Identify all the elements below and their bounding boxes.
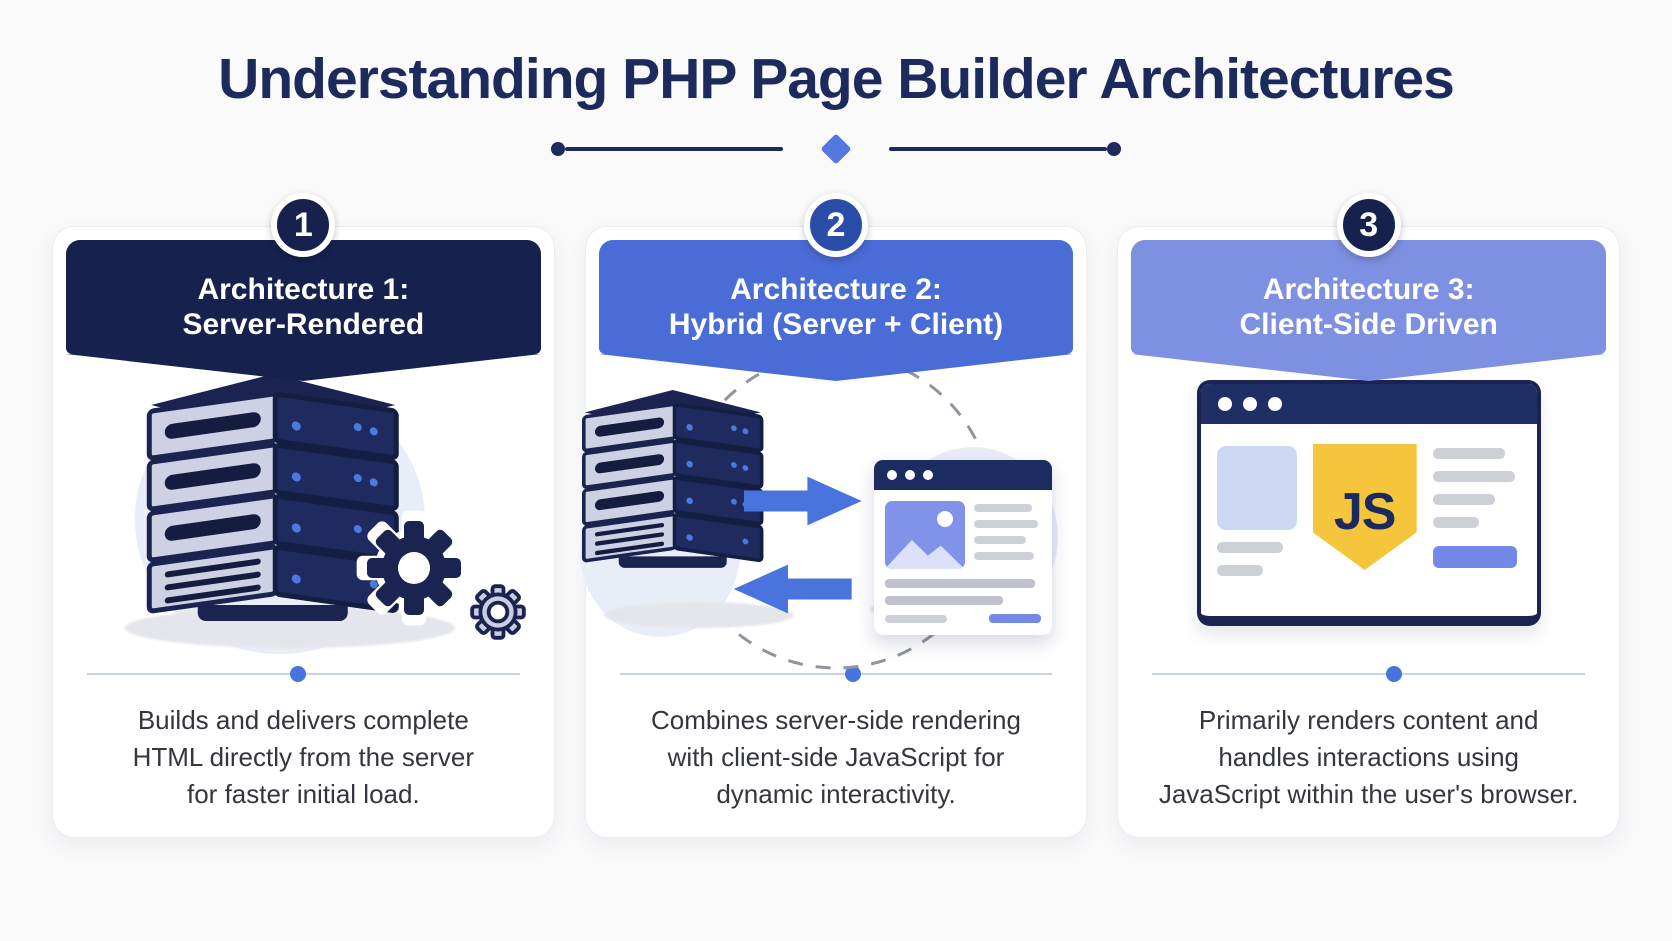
title-divider bbox=[0, 133, 1672, 165]
text-line-placeholder bbox=[884, 579, 1035, 588]
server-stack-icon bbox=[147, 374, 400, 621]
card-title-line1: Architecture 2: bbox=[730, 273, 942, 306]
card-header-banner: Architecture 2: Hybrid (Server + Client) bbox=[598, 240, 1074, 354]
text-line-placeholder bbox=[973, 520, 1038, 528]
card-title-line2: Client-Side Driven bbox=[1239, 308, 1498, 341]
client-side-illustration: JS bbox=[1118, 372, 1619, 650]
divider-dot-icon bbox=[1385, 666, 1402, 682]
card-description: Combines server-side rendering with clie… bbox=[651, 705, 1021, 809]
window-dot-icon bbox=[886, 470, 897, 480]
card-divider bbox=[87, 666, 520, 682]
window-dot-icon bbox=[922, 470, 933, 480]
step-number-badge: 1 bbox=[271, 193, 336, 257]
window-dot-icon bbox=[1267, 397, 1282, 411]
card-client-side: 3 Architecture 3: Client-Side Driven bbox=[1117, 193, 1621, 838]
window-dot-icon bbox=[1242, 397, 1257, 411]
text-line-placeholder bbox=[1216, 565, 1263, 576]
divider-dot-icon bbox=[844, 666, 861, 682]
window-titlebar bbox=[873, 460, 1052, 490]
card-title-line1: Architecture 1: bbox=[197, 273, 410, 306]
browser-window-icon bbox=[873, 460, 1052, 635]
diamond-icon bbox=[820, 133, 852, 165]
button-placeholder bbox=[1432, 546, 1517, 568]
divider-dot-icon bbox=[290, 666, 307, 682]
window-dot-icon bbox=[904, 470, 915, 480]
architecture-cards-row: 1 Architecture 1: Server-Rendered bbox=[0, 193, 1672, 838]
text-line-placeholder bbox=[884, 614, 947, 623]
text-line-placeholder bbox=[1432, 517, 1479, 528]
hybrid-illustration bbox=[579, 352, 1087, 670]
card-description: Primarily renders content and handles in… bbox=[1158, 705, 1579, 809]
content-placeholder bbox=[1216, 446, 1297, 530]
js-shield-icon: JS bbox=[1312, 444, 1417, 570]
card-divider bbox=[1152, 666, 1586, 682]
step-number-badge: 2 bbox=[804, 193, 868, 257]
card-title-line2: Hybrid (Server + Client) bbox=[668, 308, 1004, 341]
card-header-banner: Architecture 3: Client-Side Driven bbox=[1131, 240, 1607, 354]
server-rendered-illustration bbox=[53, 372, 554, 654]
text-line-placeholder bbox=[1432, 448, 1505, 459]
card-hybrid: 2 Architecture 2: Hybrid (Server + Clien… bbox=[579, 193, 1088, 838]
card-header-banner: Architecture 1: Server-Rendered bbox=[66, 240, 541, 354]
browser-window-icon: JS bbox=[1196, 380, 1541, 626]
divider-endpoint-dot-icon bbox=[551, 142, 565, 156]
text-line-placeholder bbox=[1432, 471, 1515, 482]
gear-icon bbox=[356, 510, 531, 646]
card-title-line2: Server-Rendered bbox=[182, 308, 425, 341]
js-badge-label: JS bbox=[1333, 483, 1397, 541]
window-dot-icon bbox=[1217, 397, 1232, 411]
window-titlebar bbox=[1200, 384, 1537, 424]
text-line-placeholder bbox=[1216, 542, 1283, 553]
card-title-line1: Architecture 3: bbox=[1262, 273, 1475, 306]
text-line-placeholder bbox=[1432, 494, 1495, 505]
image-placeholder-icon bbox=[884, 501, 965, 569]
card-description: Builds and delivers complete HTML direct… bbox=[132, 705, 475, 809]
button-placeholder bbox=[988, 614, 1041, 623]
floor-shadow bbox=[603, 602, 794, 628]
step-number-badge: 3 bbox=[1336, 193, 1401, 257]
divider-endpoint-dot-icon bbox=[1107, 142, 1121, 156]
text-line-placeholder bbox=[973, 504, 1032, 512]
card-server-rendered: 1 Architecture 1: Server-Rendered bbox=[52, 193, 555, 838]
divider-line bbox=[565, 147, 783, 151]
card-divider bbox=[619, 666, 1053, 682]
text-line-placeholder bbox=[973, 536, 1026, 544]
text-line-placeholder bbox=[884, 596, 1003, 605]
server-stack-icon bbox=[581, 390, 764, 568]
divider-line bbox=[889, 147, 1107, 151]
page-title: Understanding PHP Page Builder Architect… bbox=[218, 47, 1455, 111]
text-line-placeholder bbox=[973, 552, 1034, 560]
